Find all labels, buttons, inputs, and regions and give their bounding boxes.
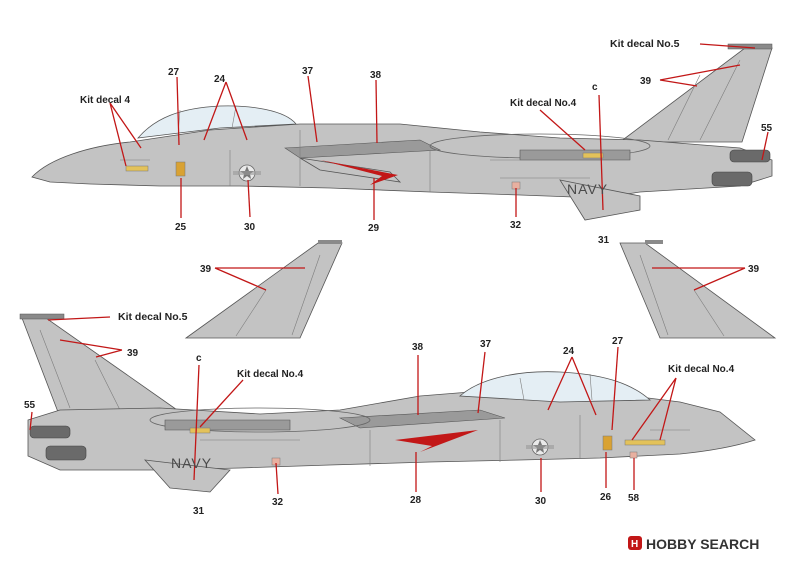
bottom-vertical-tail [21, 317, 182, 413]
bottom-label-37: 37 [480, 339, 492, 350]
top-label-39: 39 [640, 76, 652, 87]
bottom-label-30: 30 [535, 496, 547, 507]
bottom-kit-decal-no4-right-label: Kit decal No.4 [668, 364, 735, 375]
left-fin-label-39: 39 [200, 264, 212, 275]
top-label-38: 38 [370, 70, 382, 81]
bottom-label-32: 32 [272, 497, 284, 508]
top-label-37: 37 [302, 66, 314, 77]
top-kit-decal-no5-label: Kit decal No.5 [610, 38, 680, 50]
bottom-kit-decal-no4-left-label: Kit decal No.4 [237, 369, 304, 380]
top-label-30: 30 [244, 222, 256, 233]
svg-text:H: H [631, 539, 638, 550]
bottom-label-31: 31 [193, 506, 205, 517]
bottom-kit-decal-no5-label: Kit decal No.5 [118, 311, 188, 323]
bottom-label-58: 58 [628, 493, 640, 504]
top-red-stripe [320, 160, 398, 185]
top-label-32: 32 [510, 220, 522, 231]
hobby-search-watermark: H HOBBY SEARCH [628, 536, 759, 552]
brand-logo-icon [628, 536, 642, 550]
bottom-label-39: 39 [127, 348, 139, 359]
top-label-25: 25 [175, 222, 187, 233]
bottom-label-27: 27 [612, 336, 624, 347]
top-label-55: 55 [761, 123, 773, 134]
right-fin-detail: 39 [619, 240, 777, 339]
bottom-labels: Kit decal No.5 39 c Kit decal No.4 38 37… [24, 311, 735, 517]
bottom-label-24: 24 [563, 346, 575, 357]
brand-name: HOBBY SEARCH [646, 536, 759, 552]
bottom-wing-glove [338, 409, 506, 429]
top-wing-glove [284, 139, 442, 159]
top-navy-marking: NAVY [567, 181, 608, 197]
top-kit-decal-4-label: Kit decal 4 [80, 95, 130, 106]
bottom-leaders [29, 316, 677, 495]
top-leaders [109, 43, 769, 220]
bottom-label-38: 38 [412, 342, 424, 353]
top-labels: Kit decal 4 27 24 37 38 Kit decal No.4 c… [80, 38, 773, 246]
bottom-label-26: 26 [600, 492, 612, 503]
top-label-24: 24 [214, 74, 226, 85]
top-label-c: c [592, 82, 598, 93]
top-label-31: 31 [598, 235, 610, 246]
top-label-27: 27 [168, 67, 180, 78]
bottom-fuselage [27, 387, 756, 471]
top-fuselage [31, 123, 773, 199]
top-vertical-tail [618, 47, 773, 143]
bottom-canopy [459, 371, 652, 403]
bottom-label-28: 28 [410, 495, 422, 506]
top-kit-decal-no4-label: Kit decal No.4 [510, 98, 577, 109]
bottom-red-stripe [395, 430, 478, 452]
right-fin-label-39: 39 [748, 264, 760, 275]
bottom-label-55: 55 [24, 400, 36, 411]
bottom-navy-marking: NAVY [171, 455, 212, 471]
left-fin-detail: 39 [184, 240, 343, 339]
top-aircraft-profile [31, 43, 773, 221]
bottom-aircraft-profile [19, 313, 756, 493]
top-label-29: 29 [368, 223, 380, 234]
bottom-label-c: c [196, 353, 202, 364]
